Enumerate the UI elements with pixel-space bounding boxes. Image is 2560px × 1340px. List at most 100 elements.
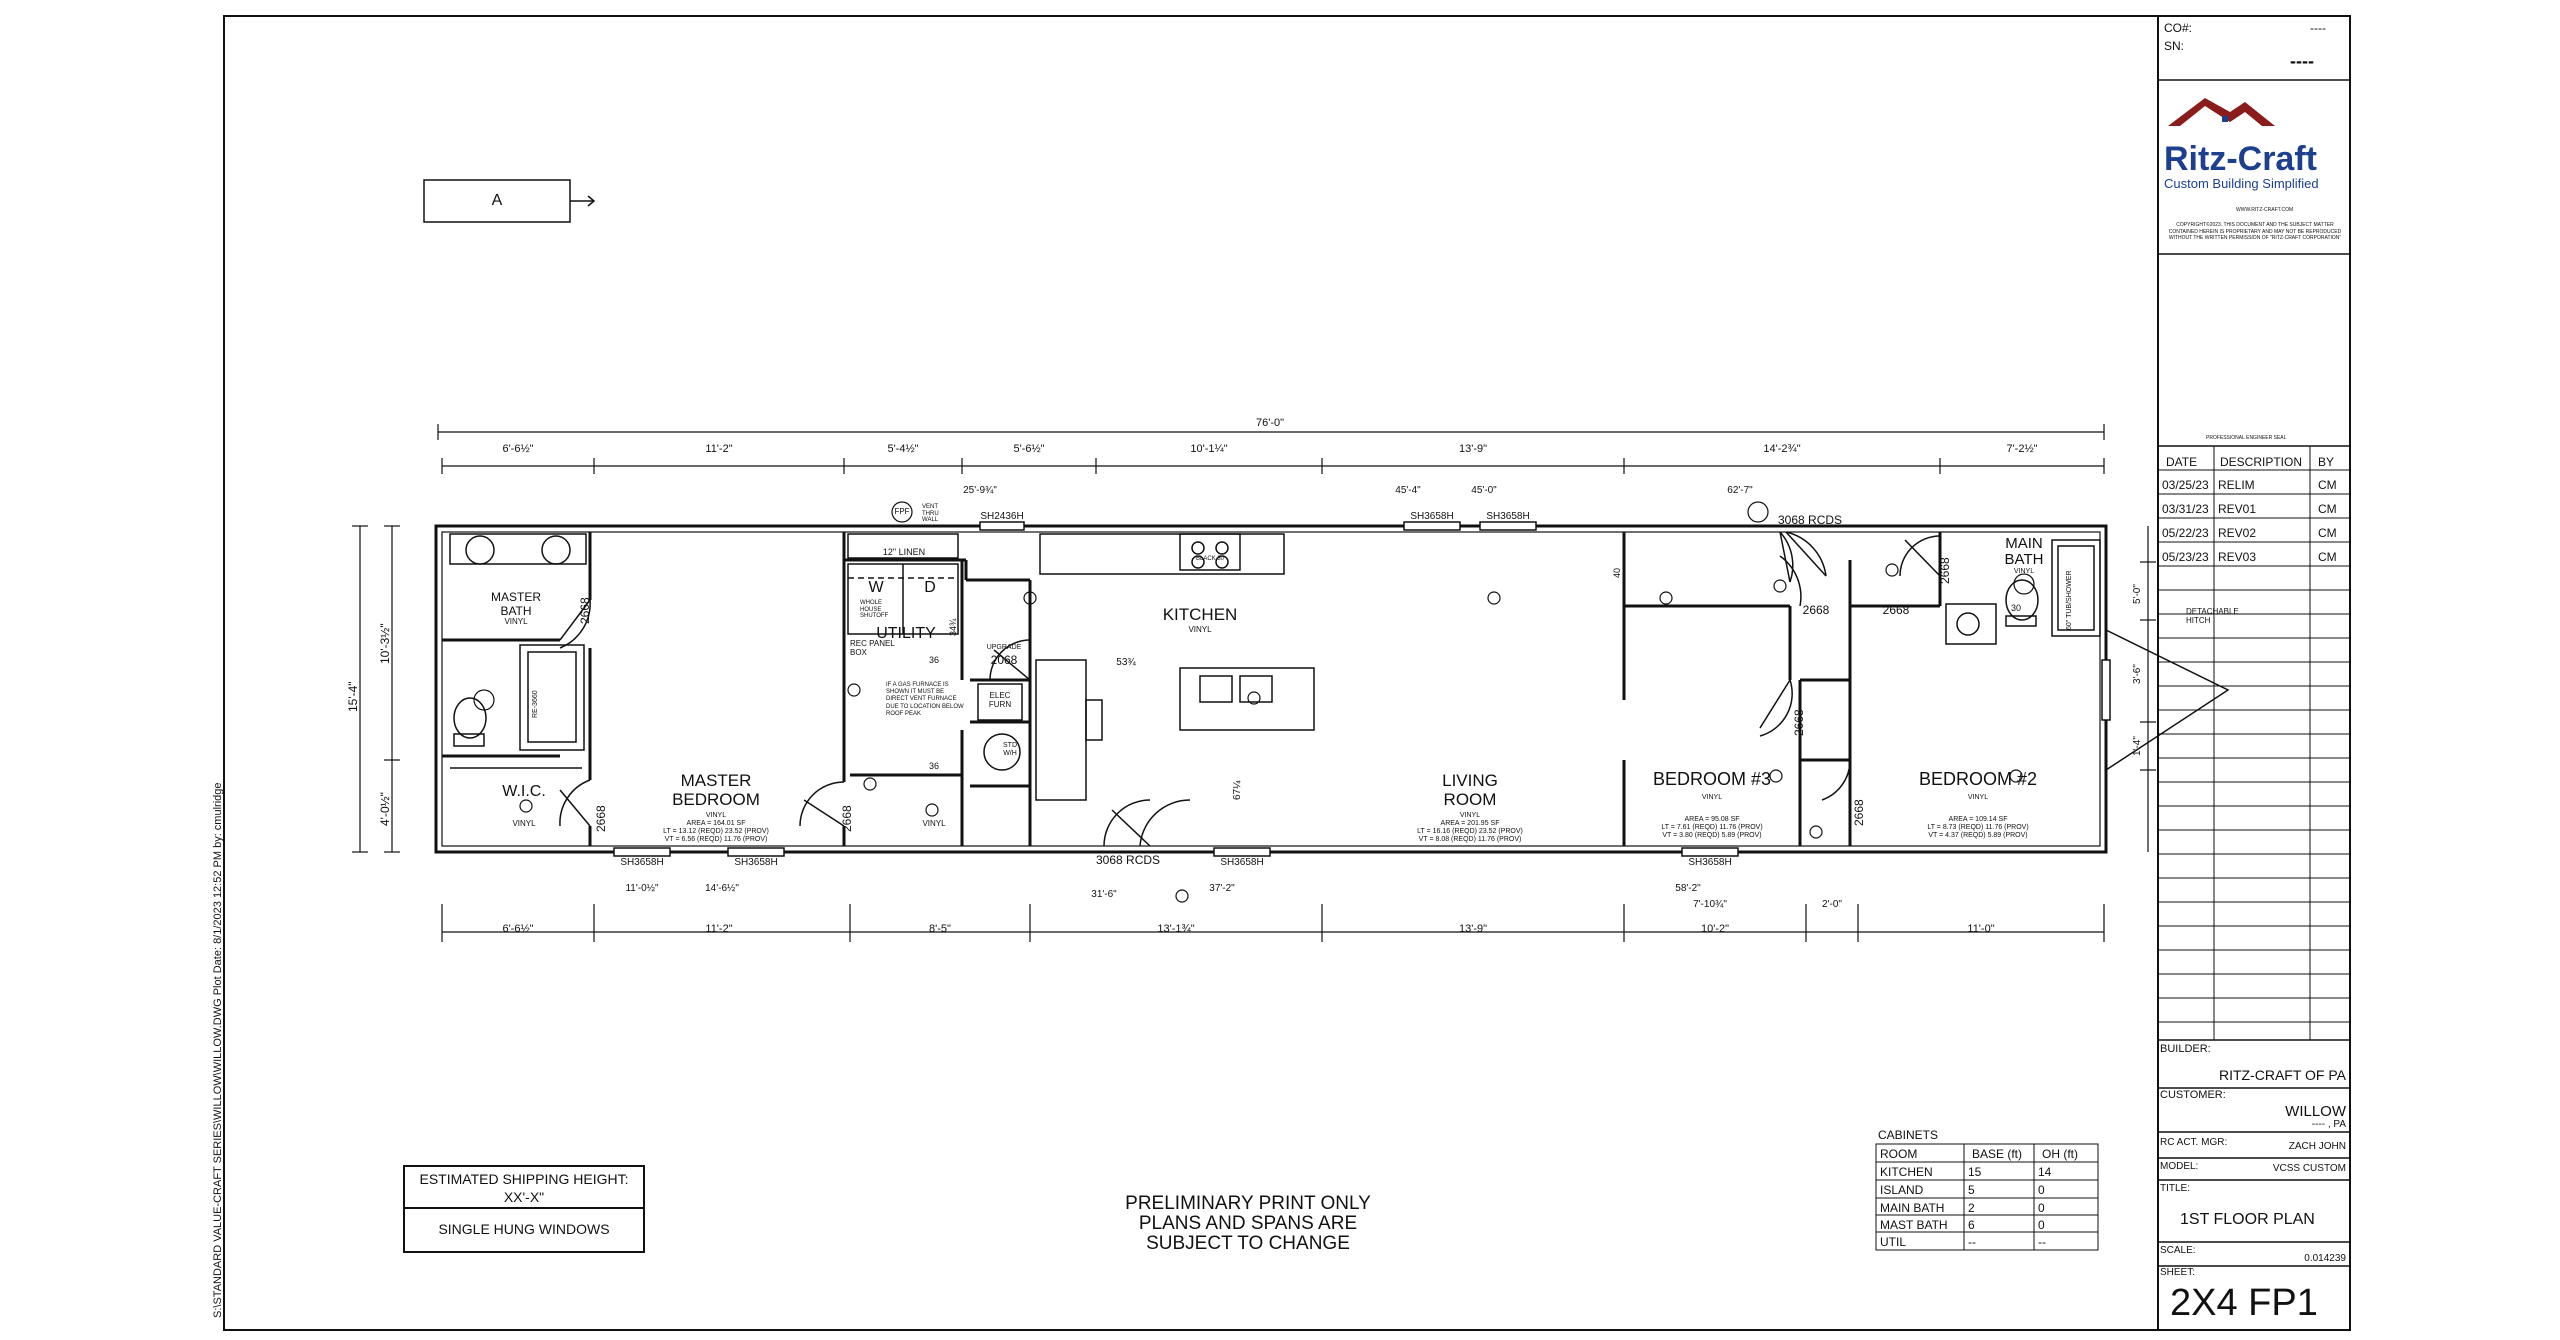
master-bath-floor: VINYL	[504, 617, 528, 626]
dim-30: 30	[2010, 603, 2022, 613]
preliminary-line-2: PLANS AND SPANS ARE	[1138, 1213, 1358, 1234]
wic-floor: VINYL	[512, 819, 536, 828]
master-bedroom-lt: LT = 13.12 (REQD) 23.52 (PROV)	[663, 828, 769, 835]
front-door-label: 3068 RCDS	[1096, 853, 1161, 867]
right-dim-2: 3'-6"	[2132, 664, 2143, 684]
cabinet-row-oh: 0	[2038, 1201, 2045, 1215]
builder-label: BUILDER:	[2160, 1043, 2211, 1055]
elec-furn-label: ELEC FURN	[988, 691, 1012, 709]
top-dim-2: 11'-2"	[705, 443, 733, 455]
logo-tagline: Custom Building Simplified	[2164, 176, 2319, 191]
cabinet-row-base: 5	[1968, 1183, 1975, 1197]
revision-date: 03/31/23	[2162, 502, 2209, 516]
living-room-label: LIVING ROOM	[1442, 771, 1498, 809]
top-dim-7: 14'-2¾"	[1763, 443, 1801, 455]
manager-value: ZACH JOHN	[2288, 1141, 2346, 1152]
revision-by: CM	[2318, 550, 2337, 564]
bedroom3-vt: VT = 3.80 (REQD) 5.89 (PROV)	[1662, 832, 1762, 839]
cabinet-row-room: MAIN BATH	[1880, 1201, 1945, 1215]
customer-label: CUSTOMER:	[2160, 1089, 2226, 1101]
bottom-dim-2: 11'-2"	[705, 923, 733, 935]
fixtures	[449, 533, 2101, 801]
door-2668-master-bath: 2668	[578, 597, 592, 624]
door-2668-master-bedroom: 2668	[840, 805, 854, 832]
door-2668-bed2: 2668	[1882, 603, 1910, 617]
revision-by: CM	[2318, 478, 2337, 492]
revision-desc: REV02	[2218, 526, 2257, 540]
living-room-floor: VINYL	[1459, 812, 1481, 819]
master-bedroom-vt: VT = 6.56 (REQD) 11.76 (PROV)	[664, 836, 768, 843]
dryer-label: D	[924, 579, 936, 596]
cabinet-row-room: UTIL	[1880, 1235, 1907, 1249]
rear-door-label: 3068 RCDS	[1778, 513, 1843, 527]
cabinet-table-grid	[1875, 1143, 2099, 1251]
revision-grid	[2158, 446, 2350, 1040]
logo-name: Ritz-Craft	[2164, 140, 2317, 178]
manager-label: RC ACT. MGR:	[2160, 1137, 2228, 1148]
bottom-dim-3: 8'-5"	[929, 923, 951, 935]
view-marker-box	[423, 179, 596, 223]
seal-label: PROFESSIONAL ENGINEER SEAL	[2206, 435, 2287, 441]
bottom-dim-1: 6'-6½"	[502, 923, 534, 935]
title-block-grid	[2158, 79, 2350, 1267]
sheet-label: SHEET:	[2160, 1267, 2196, 1278]
bedroom3-floor: VINYL	[1701, 794, 1723, 801]
bottom-dim-5: 13'-9"	[1458, 923, 1488, 935]
top-dim-4: 5'-6½"	[1013, 443, 1045, 455]
cabinets-header-base: BASE (ft)	[1972, 1147, 2023, 1161]
windows	[613, 521, 2111, 857]
dim-67: 67¼	[1232, 780, 1243, 800]
re-3660-label: RE-3660	[532, 690, 539, 718]
cabinet-row-room: ISLAND	[1880, 1183, 1924, 1197]
bedroom2-area: AREA = 109.14 SF	[1948, 816, 2008, 823]
notes-boxes	[403, 1165, 645, 1253]
bedroom2-lt: LT = 8.73 (REQD) 11.76 (PROV)	[1927, 824, 2029, 831]
copyright-note: COPYRIGHT©2023. THIS DOCUMENT AND THE SU…	[2168, 222, 2342, 241]
wic-label: W.I.C.	[502, 783, 546, 800]
bottom-dim-7: 11'-0"	[1967, 923, 1995, 935]
cabinet-row-base: 6	[1968, 1218, 1975, 1232]
cabinet-row-base: 15	[1968, 1165, 1982, 1179]
bedroom3-area: AREA = 95.08 SF	[1684, 816, 1740, 823]
cabinet-row-base: 2	[1968, 1201, 1975, 1215]
bottom-window-3: SH3658H	[1220, 857, 1264, 868]
rev-header-by: BY	[2318, 455, 2335, 469]
kitchen-floor: VINYL	[1188, 625, 1212, 634]
tub-label: 60" TUB/SHOWER	[2066, 570, 2073, 630]
offset-top-3: 45'-0"	[1471, 485, 1497, 496]
bottom-offset-5: 58'-2"	[1675, 883, 1701, 894]
left-dim-upper: 10'-3½"	[378, 623, 392, 664]
dim-36-b: 36	[928, 761, 940, 771]
revision-desc: REV03	[2218, 550, 2257, 564]
top-dim-3: 5'-4½"	[887, 443, 919, 455]
hitch-outline	[2105, 629, 2230, 771]
kitchen-window-label: SH2436H	[980, 511, 1024, 522]
sheet-border	[223, 15, 2351, 1331]
bedroom2-floor: VINYL	[1967, 794, 1989, 801]
cabinet-row-room: KITCHEN	[1880, 1165, 1933, 1179]
windows-note: SINGLE HUNG WINDOWS	[438, 1221, 610, 1237]
vent-label: VENT THRU WALL	[922, 504, 939, 524]
cabinets-header-room: ROOM	[1880, 1147, 1918, 1161]
bottom-dim-6: 10'-2"	[1700, 923, 1730, 935]
main-bath-label: MAIN BATH	[2004, 535, 2044, 568]
model-label: MODEL:	[2160, 1161, 2199, 1172]
revision-desc: RELIM	[2218, 478, 2255, 492]
door-2668-wic: 2668	[594, 805, 608, 832]
door-2668-main-bath: 2668	[1938, 557, 1952, 584]
bottom-offset-4: 37'-2"	[1209, 883, 1235, 894]
fpf-label: FPF	[894, 507, 910, 516]
top-dim-1: 6'-6½"	[502, 443, 534, 455]
revision-date: 03/25/23	[2162, 478, 2209, 492]
right-dim-3: 1'-4"	[2132, 736, 2143, 756]
dim-36-a: 36	[928, 655, 940, 665]
revision-date: 05/22/23	[2162, 526, 2209, 540]
living-room-lt: LT = 16.16 (REQD) 23.52 (PROV)	[1417, 828, 1523, 835]
kitchen-label: KITCHEN	[1162, 605, 1238, 624]
sheet-title: 1ST FLOOR PLAN	[2180, 1211, 2315, 1228]
living-room-area: AREA = 201.95 SF	[1440, 820, 1500, 827]
logo-url: WWW.RITZ-CRAFT.COM	[2236, 207, 2294, 213]
customer-location: ---- , PA	[2311, 1119, 2346, 1130]
master-bedroom-label: MASTER BEDROOM	[672, 771, 760, 809]
